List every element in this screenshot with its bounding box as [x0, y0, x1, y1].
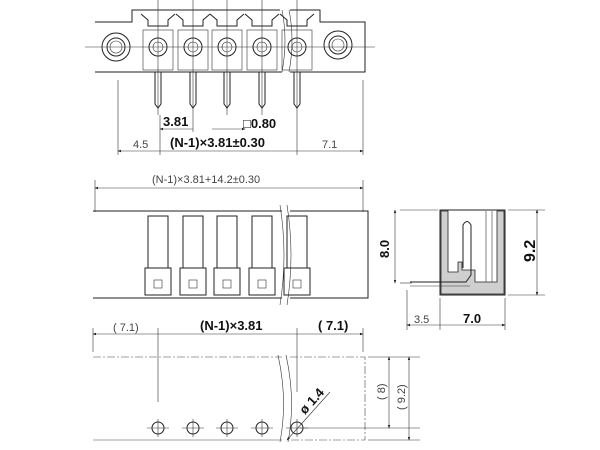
pcb-height-label: ( 8) [376, 384, 388, 401]
wire-slot-4 [248, 215, 276, 296]
terminal-4 [244, 0, 280, 115]
pcb-layout-view: ( 7.1) (N-1)×3.81 ( 7.1) ø 1.4 ( 8) ( 9.… [92, 318, 420, 443]
front-view: (N-1)×3.81+14.2±0.30 [93, 174, 369, 306]
side-view: 8.0 9.2 3.5 7.0 [377, 209, 545, 330]
pcb-outline [93, 356, 366, 441]
front-view-body [93, 210, 369, 299]
terminal-3 [209, 0, 245, 115]
pitch-label: 3.81 [163, 114, 188, 129]
left-offset-label: 4.5 [133, 139, 148, 151]
total-height-label: 9.2 [522, 240, 539, 262]
pin-profile [410, 221, 472, 283]
wire-slot-1 [144, 215, 172, 296]
terminal-1 [140, 0, 176, 115]
height-label: 8.0 [377, 240, 392, 258]
top-view-body [95, 9, 366, 73]
depth-label: 7.0 [463, 311, 481, 326]
pcb-hole-3 [216, 419, 238, 437]
pcb-right-label: ( 7.1) [318, 318, 348, 333]
terminal-5 [279, 0, 315, 115]
wire-slot-2 [179, 215, 207, 296]
pcb-hole-4 [251, 419, 273, 437]
pcb-hole-1 [147, 419, 169, 437]
span-label: (N-1)×3.81±0.30 [170, 135, 265, 150]
pin-size-label: □0.80 [243, 116, 276, 131]
pcb-total-height-label: ( 9.2) [396, 384, 408, 410]
wire-slot-3 [213, 215, 241, 296]
pcb-span-label: (N-1)×3.81 [200, 318, 263, 333]
wire-slot-5 [283, 215, 311, 296]
mounting-hole-right [323, 30, 353, 60]
pcb-hole-2 [182, 419, 204, 437]
terminal-2 [175, 0, 211, 115]
top-view: 3.81 □0.80 4.5 (N-1)×3.81±0.30 7.1 [85, 0, 375, 155]
right-offset-label: 7.1 [322, 139, 337, 151]
pcb-left-label: ( 7.1) [113, 322, 139, 334]
overall-width-label: (N-1)×3.81+14.2±0.30 [152, 174, 260, 186]
pin-offset-label: 3.5 [414, 314, 429, 326]
